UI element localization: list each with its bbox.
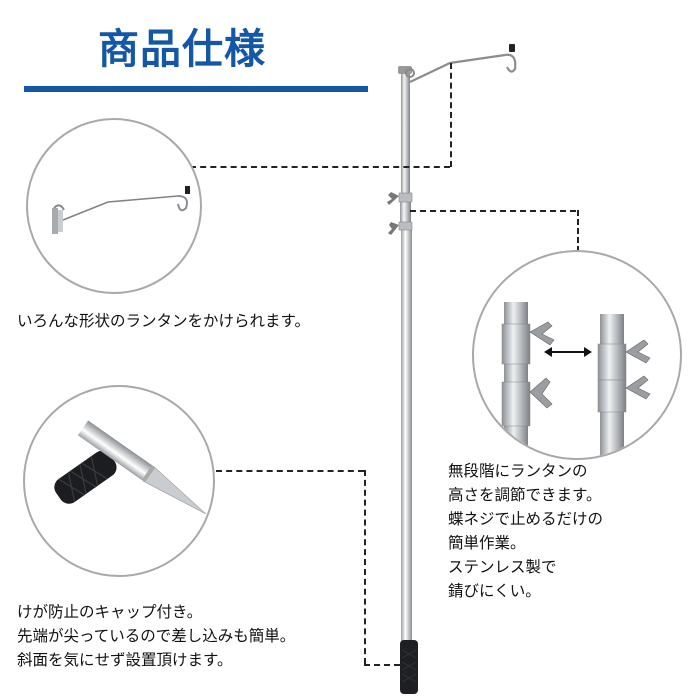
tip-closeup-circle (23, 385, 215, 577)
connector-tip-foot (364, 664, 400, 666)
connector-adjust-horizontal (410, 210, 576, 212)
wing-nut-joint-image (501, 302, 651, 458)
connector-hook-vertical (450, 63, 452, 167)
hook-caption: いろんな形状のランタンをかけられます。 (17, 312, 310, 330)
title-underline (24, 86, 368, 92)
tip-caption: けが防止のキャップ付き。 先端が尖っているので差し込みも簡単。 斜面を気にせず設… (17, 603, 296, 669)
adjust-closeup-circle (472, 250, 682, 460)
connector-tip-vertical (364, 470, 366, 664)
adjust-caption: 無段階にランタンの 高さを調節できます。 蝶ネジで止めるだけの 簡単作業。 ステ… (448, 462, 604, 600)
connector-adjust-vertical (577, 210, 579, 252)
cap-and-tip-image (54, 420, 207, 515)
lantern-hook-image (52, 186, 190, 234)
connector-tip-horizontal (216, 470, 364, 472)
page-title: 商品仕様 (98, 25, 266, 73)
hook-closeup-circle (26, 118, 202, 294)
connector-hook-horizontal (190, 166, 450, 168)
